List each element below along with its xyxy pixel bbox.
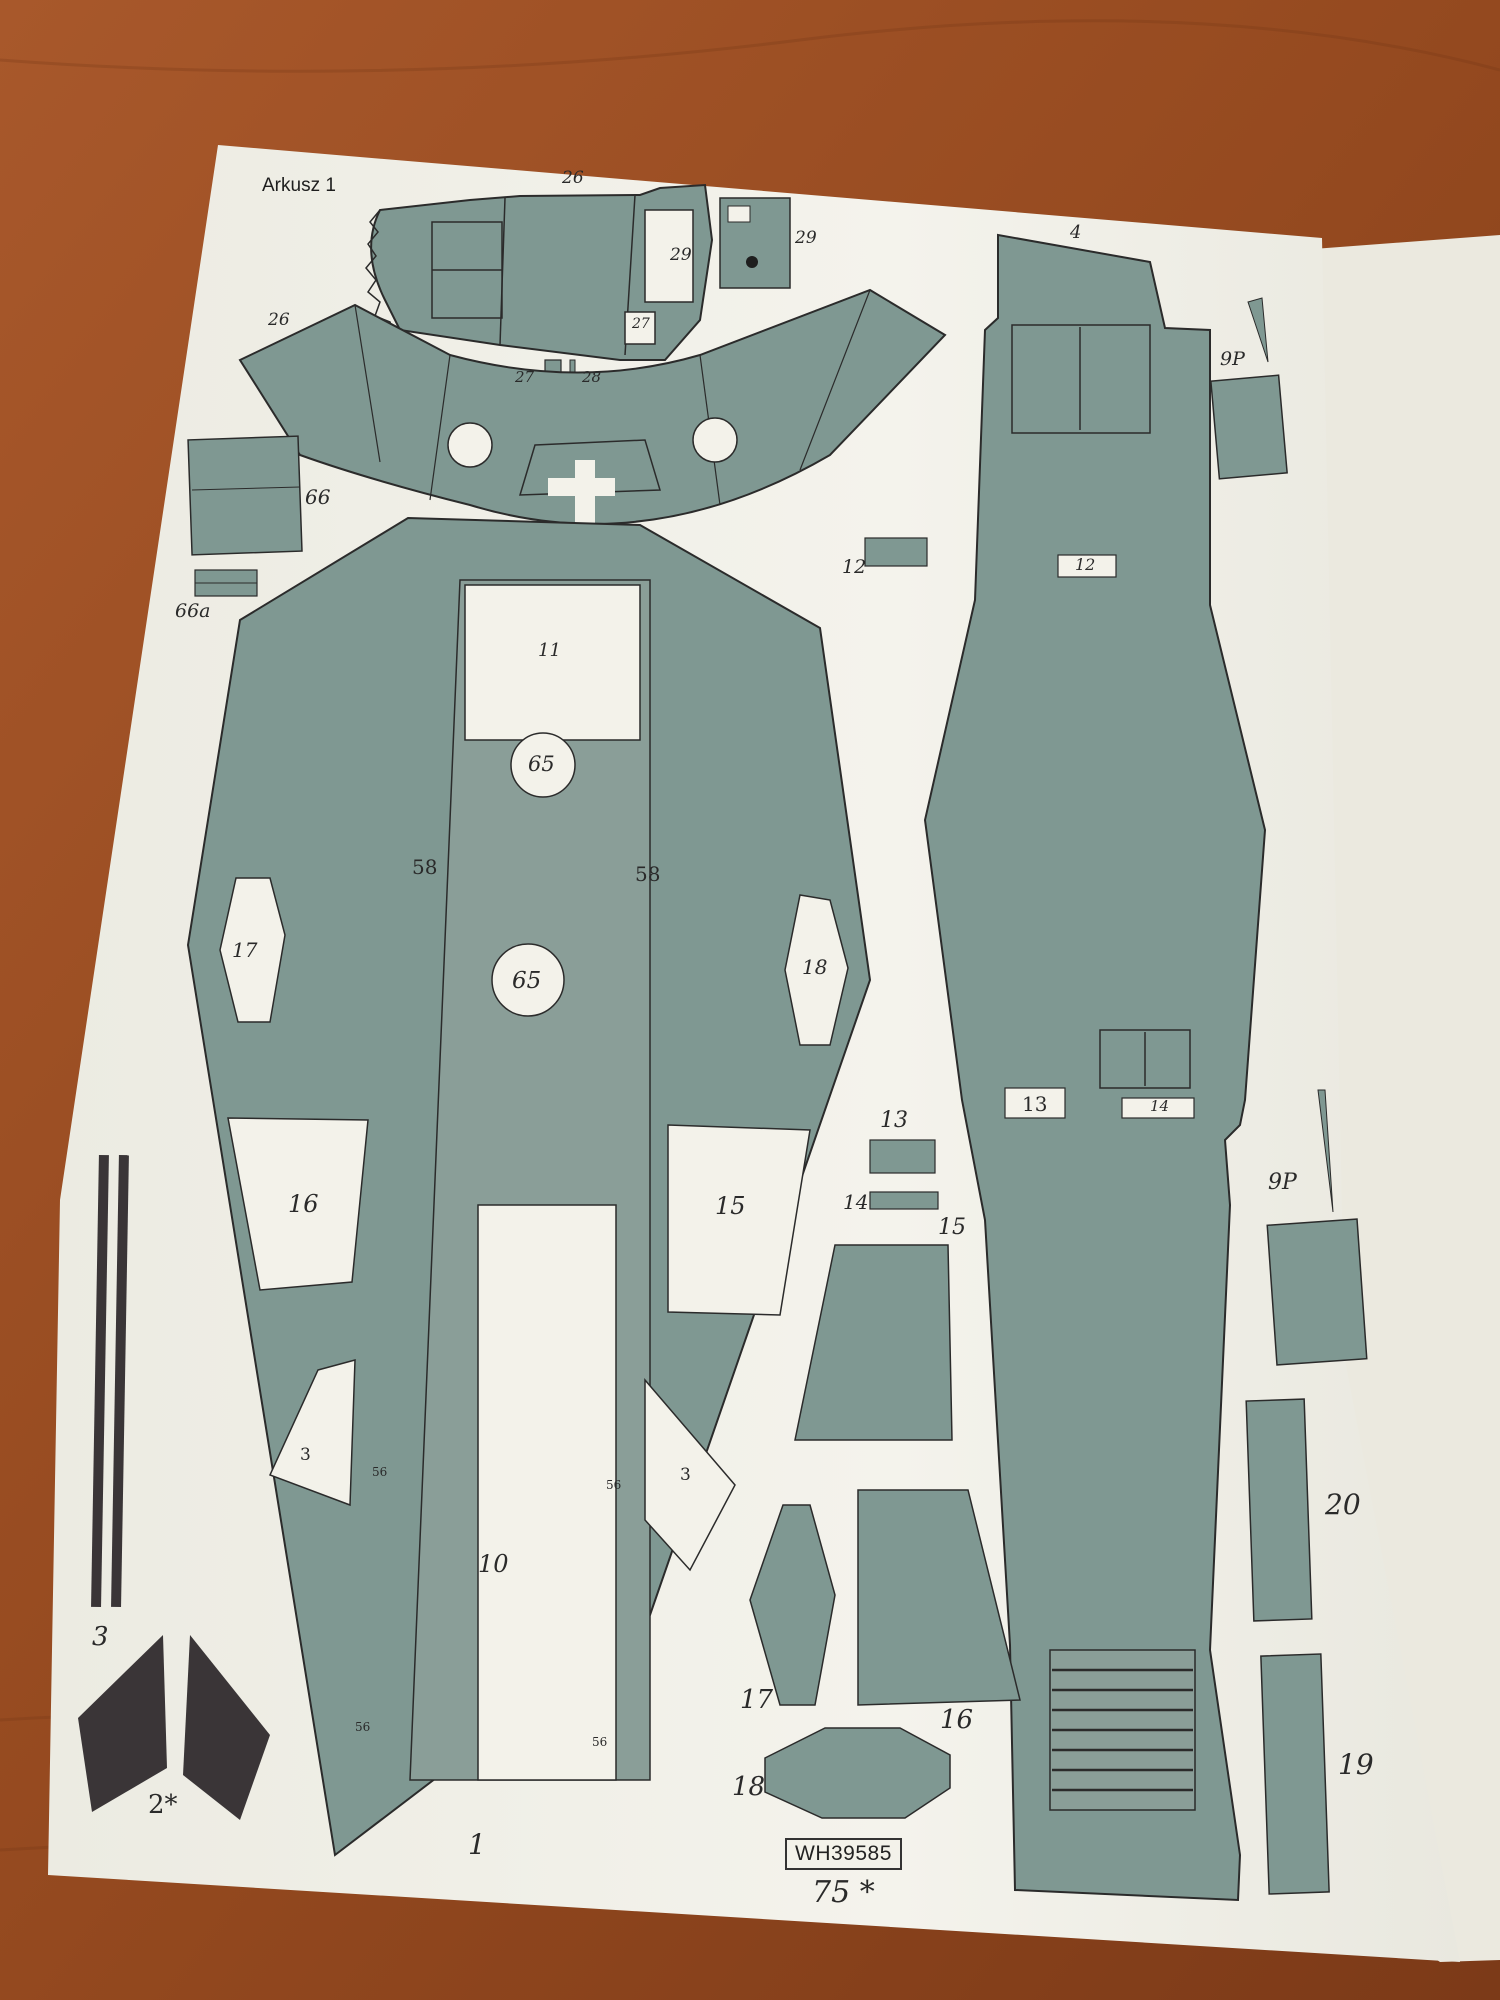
label-26-left: 26: [268, 310, 290, 330]
label-16-window: 16: [288, 1190, 319, 1218]
part-1-hull-floor: [186, 516, 872, 1857]
label-58-a: 58: [412, 855, 438, 879]
label-3-right: 3: [680, 1465, 691, 1485]
label-3-strips: 3: [92, 1622, 109, 1652]
part-3-strips: [91, 1154, 129, 1608]
sheet-title: Arkusz 1: [262, 175, 336, 196]
label-2: 2*: [148, 1790, 178, 1820]
label-17-window: 17: [232, 938, 258, 962]
part-2-dark-wedges: [78, 1635, 270, 1820]
label-27-b: 27: [515, 368, 535, 386]
part-12-piece: [864, 537, 928, 567]
label-13-slot: 13: [1022, 1092, 1048, 1116]
label-27-a: 27: [632, 316, 650, 332]
label-56-a: 56: [372, 1465, 388, 1479]
label-15-window: 15: [715, 1192, 746, 1220]
label-65-b: 65: [512, 968, 542, 994]
label-65-a: 65: [528, 752, 555, 776]
part-16-panel: [857, 1489, 1021, 1706]
part-19-panel: [1260, 1653, 1330, 1895]
part-15-panel: [794, 1244, 953, 1441]
label-12-piece: 12: [842, 556, 867, 578]
label-12-slot: 12: [1075, 555, 1096, 574]
part-9p-top: [1210, 297, 1288, 480]
label-13: 13: [880, 1108, 908, 1133]
part-13-piece: [869, 1139, 936, 1174]
part-66: [187, 435, 303, 597]
label-28: 28: [582, 368, 602, 386]
label-29-b: 29: [795, 228, 817, 248]
label-20: 20: [1325, 1488, 1361, 1521]
part-29-plate: [719, 197, 791, 289]
label-66a: 66a: [175, 600, 211, 622]
part-14-piece: [869, 1191, 939, 1210]
label-9p-top: 9P: [1220, 348, 1245, 370]
part-4-hull-top: [923, 233, 1267, 1902]
part-26-turret-ring: [238, 288, 947, 530]
label-14-slot: 14: [1150, 1097, 1170, 1115]
label-4: 4: [1070, 222, 1082, 243]
part-20-panel: [1245, 1398, 1313, 1622]
label-3-left: 3: [300, 1445, 311, 1465]
label-1: 1: [468, 1828, 486, 1861]
label-9p-bottom: 9P: [1268, 1170, 1297, 1195]
label-66: 66: [305, 485, 331, 509]
label-16: 16: [940, 1705, 974, 1735]
part-17-panel: [749, 1504, 836, 1706]
label-56-c: 56: [355, 1720, 371, 1734]
label-26-top: 26: [562, 168, 584, 188]
part-26-turret-roof: [365, 183, 714, 361]
label-18: 18: [732, 1772, 766, 1802]
label-56-d: 56: [592, 1735, 608, 1749]
label-18-window: 18: [802, 955, 828, 979]
label-15: 15: [938, 1215, 966, 1240]
part-18-panel: [764, 1727, 951, 1819]
label-56-b: 56: [606, 1478, 622, 1492]
label-10: 10: [478, 1550, 509, 1578]
label-58-b: 58: [635, 862, 661, 886]
label-17: 17: [740, 1685, 774, 1715]
label-29-a: 29: [670, 245, 692, 265]
label-19: 19: [1338, 1748, 1374, 1781]
part-9p-bottom: [1266, 1089, 1368, 1366]
label-11: 11: [538, 640, 561, 661]
catalog-code: WH39585: [785, 1838, 902, 1870]
label-14: 14: [843, 1190, 869, 1214]
page-number: 75 *: [812, 1875, 875, 1910]
